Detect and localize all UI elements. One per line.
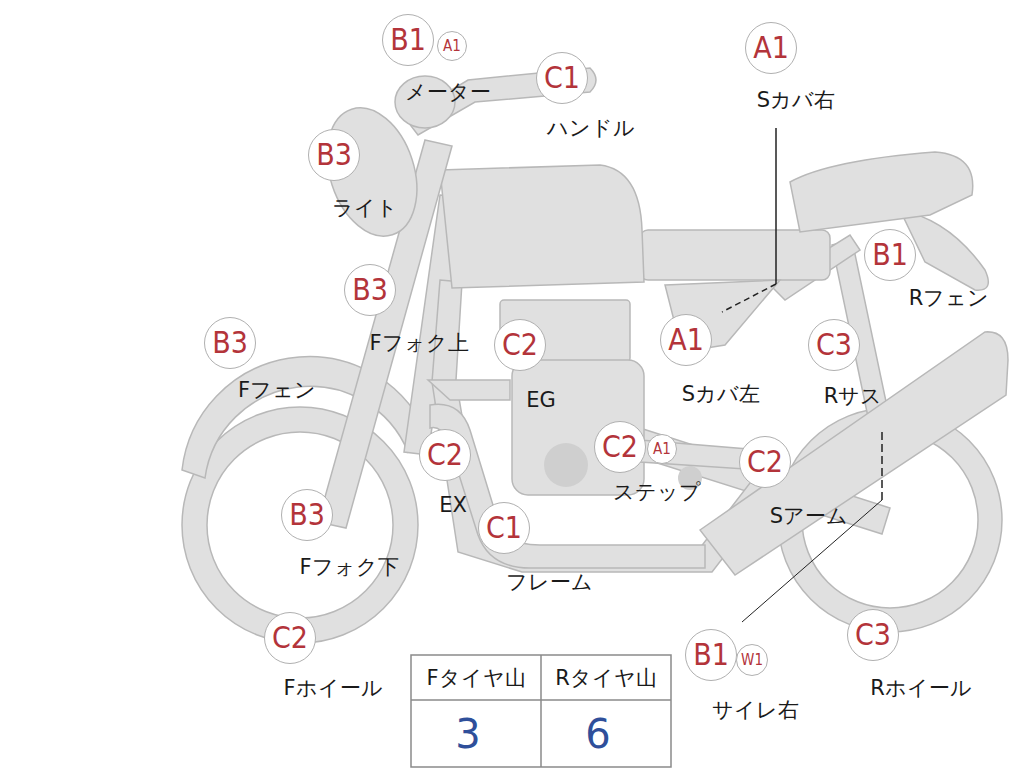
engine-cover <box>544 443 588 487</box>
part-name: Rホイール <box>870 677 972 700</box>
small-grade-circle: A1 <box>437 31 467 61</box>
grade-code: A1 <box>668 325 704 355</box>
exhaust-pipe <box>430 404 705 568</box>
part-name: Rフェン <box>909 287 990 310</box>
grade-code: C1 <box>486 513 522 543</box>
part-name: Sアーム <box>770 505 848 528</box>
grade-circle: C3Rサス <box>808 319 860 371</box>
grade-code: B3 <box>289 500 325 530</box>
grade-code: C2 <box>427 440 463 470</box>
part-name: EG <box>526 389 556 412</box>
muffler <box>700 332 1008 575</box>
grade-circle: C2EX <box>419 429 471 481</box>
grade-code: W1 <box>741 653 763 668</box>
table-header: Rタイヤ山 <box>555 668 657 689</box>
table-header: Fタイヤ山 <box>426 668 525 689</box>
leader-line <box>775 128 777 284</box>
grade-code: C3 <box>816 330 852 360</box>
grade-circle: C2EG <box>494 319 546 371</box>
side-frame <box>640 230 830 280</box>
grade-code: B1 <box>693 640 729 670</box>
grade-circle: B3Fフォク下 <box>281 489 333 541</box>
part-name: ステップ <box>613 481 701 504</box>
table-rule <box>540 655 542 767</box>
small-grade-circle: A1 <box>647 434 677 464</box>
grade-circle: B1メーター <box>382 14 434 66</box>
grade-circle: B3Fフェン <box>204 317 256 369</box>
part-name: ライト <box>332 197 398 220</box>
part-name: ハンドル <box>547 117 635 140</box>
table-value: 3 <box>455 714 480 754</box>
grade-code: C2 <box>747 447 783 477</box>
grade-circle: A1Sカバ左 <box>660 314 712 366</box>
grade-circle: C2Sアーム <box>739 436 791 488</box>
small-grade-circle: W1 <box>736 644 768 676</box>
part-name: メーター <box>405 81 491 104</box>
grade-code: C2 <box>502 330 538 360</box>
grade-code: B3 <box>352 275 388 305</box>
engine-head <box>500 300 630 362</box>
grade-code: B3 <box>316 140 352 170</box>
table-frame <box>411 655 671 767</box>
leader-line <box>722 284 776 312</box>
seat <box>790 152 973 232</box>
grade-code: B3 <box>212 328 248 358</box>
part-name: Fフォク上 <box>369 332 468 355</box>
fuel-tank <box>440 165 644 288</box>
table-rule <box>411 699 671 701</box>
grade-circle: B1サイレ右 <box>685 629 737 681</box>
table-value: 6 <box>585 714 610 754</box>
leader-line <box>881 432 883 500</box>
grade-code: B1 <box>390 25 426 55</box>
grade-code: C1 <box>544 63 580 93</box>
grade-circle: B3Fフォク上 <box>344 264 396 316</box>
grade-circle: B3ライト <box>308 129 360 181</box>
frame-cross <box>428 380 510 400</box>
part-name: Rサス <box>824 385 883 408</box>
grade-code: A1 <box>653 442 671 457</box>
grade-code: A1 <box>753 33 789 63</box>
part-name: フレーム <box>506 571 593 594</box>
grade-circle: C2Fホイール <box>264 612 316 664</box>
grade-code: C2 <box>272 623 308 653</box>
part-name: EX <box>439 494 467 517</box>
part-name: サイレ右 <box>712 699 799 722</box>
part-name: Fフェン <box>238 379 316 402</box>
grade-circle: B1Rフェン <box>864 229 916 281</box>
leader-line <box>742 500 882 622</box>
grade-circle: C2ステップ <box>594 421 646 473</box>
grade-code: C2 <box>602 432 638 462</box>
part-name: Sカバ左 <box>682 383 760 406</box>
part-name: Sカバ右 <box>757 89 835 112</box>
grade-code: A1 <box>443 39 461 54</box>
grade-circle: A1Sカバ右 <box>745 22 797 74</box>
grade-circle: C1ハンドル <box>536 52 588 104</box>
grade-code: C3 <box>855 620 891 650</box>
front-wheel <box>182 407 418 643</box>
part-name: Fホイール <box>283 677 382 700</box>
grade-code: B1 <box>872 240 908 270</box>
grade-circle: C3Rホイール <box>847 609 899 661</box>
part-name: Fフォク下 <box>299 556 398 579</box>
grade-circle: C1フレーム <box>478 502 530 554</box>
